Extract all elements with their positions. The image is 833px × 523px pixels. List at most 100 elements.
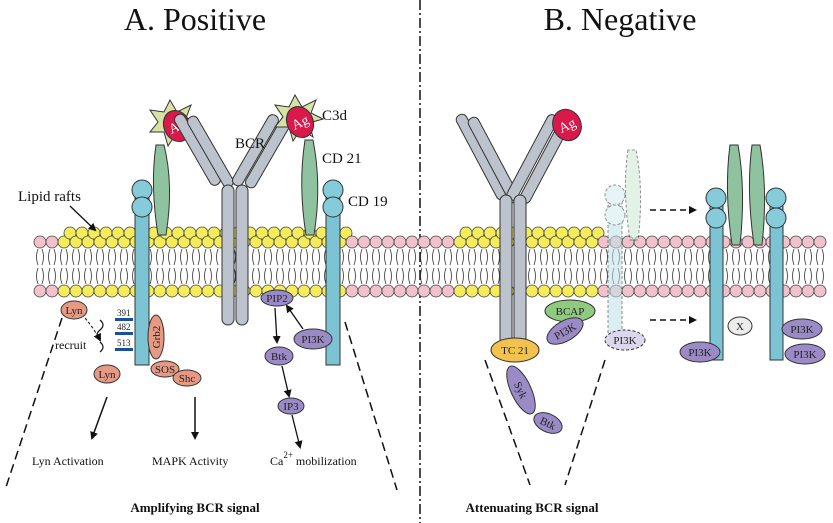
signal-cone-right	[344, 321, 398, 491]
ip3-to-ca-arrow	[291, 414, 303, 449]
lipid-head	[729, 284, 743, 298]
shc-label: Shc	[179, 373, 196, 385]
lipid-head	[645, 235, 659, 249]
lipid-head	[441, 235, 455, 249]
lipid-head	[633, 284, 647, 298]
lipid-head	[801, 235, 815, 249]
grb2-label: Grb2	[151, 326, 163, 349]
lipid-head	[345, 284, 359, 298]
cd21-label: CD 21	[322, 151, 362, 167]
c3d-label: C3d	[322, 108, 348, 124]
lyn-activation-arrow	[90, 396, 108, 440]
lipid-head	[657, 235, 671, 249]
lyn-recruit-arrow	[84, 317, 101, 342]
cd19-receptor	[705, 187, 787, 361]
syk-node	[506, 365, 536, 415]
lipid-head	[33, 284, 47, 298]
pi3k-label: PI3K	[301, 334, 324, 346]
x-node	[727, 316, 753, 336]
lipid-head	[789, 284, 803, 298]
lipid-head	[801, 284, 815, 298]
signal-cone-left	[484, 359, 531, 486]
cd21-cluster	[726, 144, 766, 246]
residue-391: 391	[117, 308, 131, 318]
lipid-head	[117, 284, 131, 298]
lipid-head	[297, 284, 311, 298]
lipid-head	[813, 284, 827, 298]
lipid-head	[789, 235, 803, 249]
cd19-receptor-faded	[604, 149, 642, 346]
lipid-head	[405, 284, 419, 298]
lipid-head	[189, 284, 203, 298]
sos-node	[150, 360, 180, 378]
residue-marks: 391 482 513	[115, 308, 133, 351]
lipid-head	[105, 284, 119, 298]
lipid-head	[573, 284, 587, 298]
pi3k-node	[546, 317, 584, 345]
pi3k-node-faded	[604, 329, 646, 351]
bcap-label: BCAP	[556, 306, 585, 318]
lipid-head	[177, 284, 191, 298]
lipid-bilayer	[33, 226, 827, 298]
lipid-head	[561, 284, 575, 298]
lipid-head	[681, 235, 695, 249]
lyn-activation-label: Lyn Activation	[32, 454, 104, 468]
pi3k-label: PI3K	[688, 347, 711, 359]
cd21-receptor	[152, 144, 171, 236]
pi3k-to-pip2-arrow	[285, 304, 304, 330]
lipid-head	[69, 284, 83, 298]
pi3k-node	[784, 343, 826, 365]
lipid-head	[309, 284, 323, 298]
lipid-head	[441, 284, 455, 298]
cd19-label: CD 19	[348, 194, 388, 210]
lipid-head	[645, 284, 659, 298]
btk-node	[533, 412, 563, 434]
ip3-label: IP3	[283, 401, 299, 413]
lipid-head	[549, 284, 563, 298]
bcr-label: BCR	[235, 136, 265, 152]
lipid-head	[357, 284, 371, 298]
lipid-head	[813, 235, 827, 249]
panel-b-footer: Attenuating BCR signal	[466, 500, 599, 515]
lipid-head	[741, 235, 755, 249]
pi3k-node	[781, 318, 823, 340]
sos-label: SOS	[155, 364, 175, 376]
antigen-label: Ag	[290, 113, 312, 134]
antigen	[552, 108, 582, 142]
lipid-head	[429, 235, 443, 249]
cd21-receptor	[301, 139, 319, 236]
panel-b-title: B. Negative	[544, 1, 697, 37]
lipid-head	[537, 284, 551, 298]
lipid-head	[669, 235, 683, 249]
tc21-node	[490, 337, 540, 363]
lipid-head	[753, 284, 767, 298]
pip2-to-btk-arrow	[272, 307, 281, 344]
btk-node	[264, 346, 294, 366]
raft-head	[591, 226, 605, 240]
lipid-head	[45, 284, 59, 298]
lipid-head	[417, 284, 431, 298]
lipid-head	[669, 284, 683, 298]
pip2-label: PIP2	[266, 293, 287, 305]
lyn-label: Lyn	[98, 369, 116, 381]
residue-482: 482	[117, 322, 131, 332]
lipid-head	[57, 284, 71, 298]
lipid-head	[45, 235, 59, 249]
btk-to-ip3-arrow	[281, 365, 292, 398]
lipid-head	[81, 284, 95, 298]
lipid-head	[201, 284, 215, 298]
cd19-receptor	[322, 179, 344, 366]
lipid-head	[165, 284, 179, 298]
lipid-head	[393, 284, 407, 298]
lipid-head	[33, 235, 47, 249]
lipid-head	[525, 284, 539, 298]
lipid-head	[693, 235, 707, 249]
lipid-head	[345, 235, 359, 249]
tc21-label: TC 21	[501, 345, 529, 357]
recruit-label: recruit	[55, 338, 87, 352]
signal-cone-right	[564, 359, 606, 486]
lipid-head	[381, 235, 395, 249]
lyn-node	[93, 364, 121, 384]
lipid-head	[249, 284, 263, 298]
lipid-head	[153, 284, 167, 298]
